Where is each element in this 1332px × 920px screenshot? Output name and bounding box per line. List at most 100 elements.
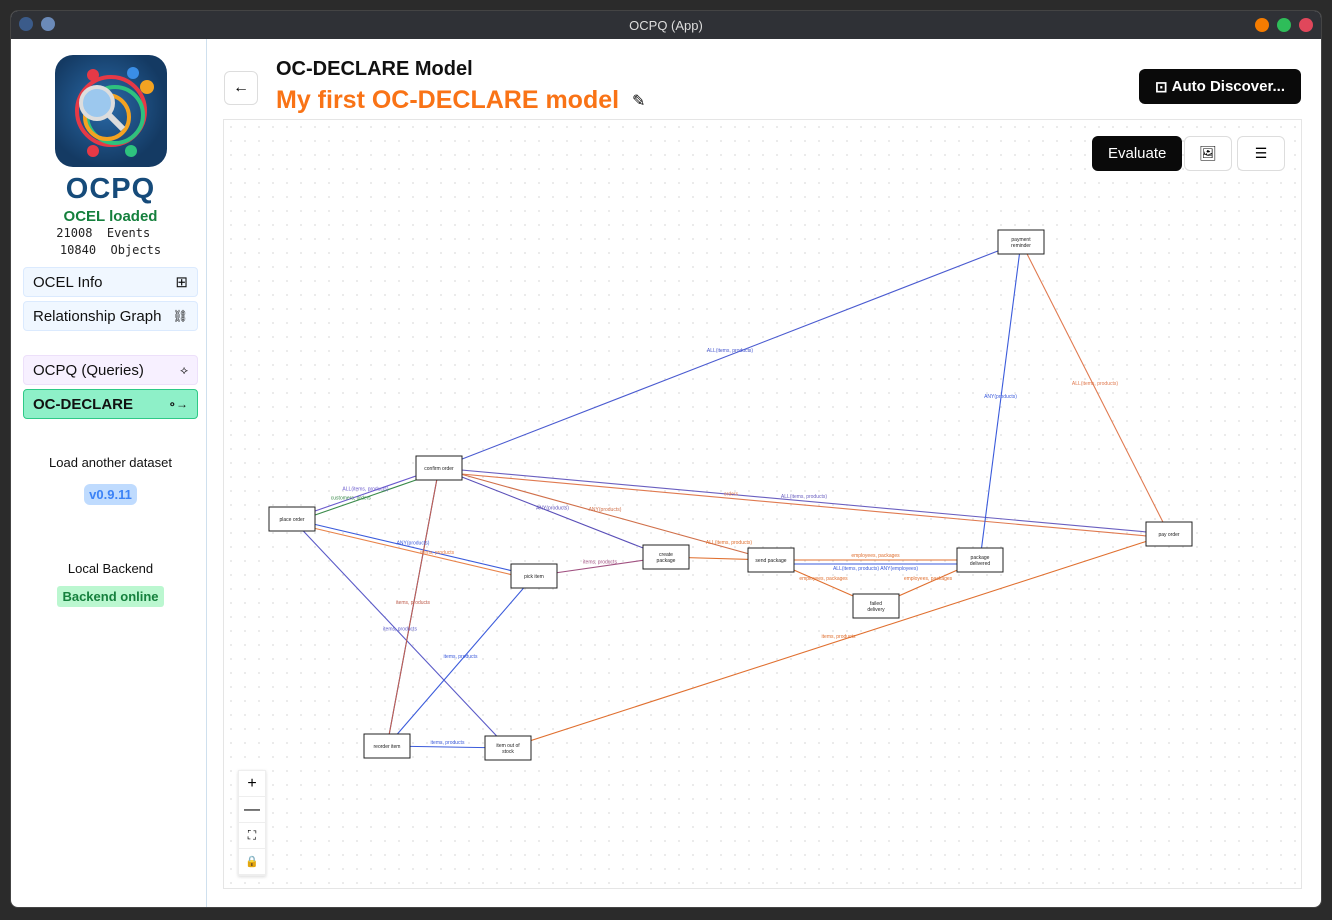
node-label: package (657, 558, 676, 564)
auto-discover-button[interactable]: ⊡Auto Discover... (1139, 69, 1301, 104)
edge-label: items, products (420, 550, 454, 556)
edge-label: employees, packages (904, 576, 953, 582)
node-label: failed (870, 601, 882, 607)
nav-label: OCEL Info (33, 273, 103, 291)
sidebar: OCPQ OCEL loaded 21008 Events 10840 Obje… (15, 39, 207, 907)
pencil-icon[interactable]: ✎ (632, 93, 646, 110)
maximize-button[interactable] (1277, 18, 1291, 32)
edge-label: ALL(items, products) (706, 540, 752, 546)
constraint-edge[interactable] (979, 240, 1024, 561)
constraint-edge[interactable] (386, 575, 535, 747)
arrow-left-icon: ← (233, 79, 249, 96)
constraint-edge[interactable] (291, 518, 509, 749)
load-dataset-link[interactable]: Load another dataset (49, 455, 172, 470)
nav-label: OC-DECLARE (33, 395, 133, 413)
ocel-status: OCEL loaded (63, 208, 158, 225)
edge-label: items, products (396, 600, 430, 606)
node-label: package (971, 555, 990, 561)
page-title: OC-DECLARE Model (276, 58, 473, 80)
sidebar-item-relationship-graph[interactable]: Relationship Graph ⛓ (23, 301, 198, 331)
lock-button[interactable]: 🔒 (239, 849, 265, 875)
version-badge: v0.9.11 (84, 484, 137, 505)
edge-label: items, products (383, 627, 417, 633)
constraint-edge[interactable] (438, 467, 1171, 537)
node-label: pay order (1158, 532, 1179, 538)
app-icon (19, 17, 33, 31)
node-label: place order (279, 517, 304, 523)
edge-label: ALL(items, products) (781, 494, 827, 500)
activity-node[interactable]: reorder item (363, 733, 411, 759)
activity-node[interactable]: send package (747, 547, 795, 573)
node-label: item out of (496, 743, 520, 749)
backend-label: Local Backend (67, 561, 154, 576)
edge-label: ANY(products) (397, 541, 430, 547)
pin-icon[interactable] (41, 17, 55, 31)
node-label: confirm order (424, 466, 454, 472)
evaluate-button[interactable]: Evaluate (1092, 136, 1183, 171)
node-label: reminder (1011, 243, 1031, 249)
backend-status-badge: Backend online (57, 586, 164, 607)
main-panel: ← OC-DECLARE Model My first OC-DECLARE m… (208, 39, 1321, 907)
arrow-node-icon: ∘→ (168, 397, 188, 411)
events-stat: 21008 Events (15, 225, 206, 242)
node-label: create (659, 552, 673, 558)
logo-graphic (74, 67, 154, 157)
model-name: My first OC-DECLARE model (276, 86, 620, 114)
zoom-out-button[interactable]: — (239, 797, 265, 823)
constraint-edge[interactable] (1020, 241, 1170, 535)
node-label: payment (1011, 237, 1031, 243)
app-window: OCPQ (App) OCPQ OCEL loaded 21008 Events… (10, 10, 1322, 908)
activity-node[interactable]: pay order (1145, 521, 1193, 547)
constraint-edge[interactable] (291, 466, 441, 520)
constraint-edge[interactable] (291, 522, 536, 582)
fit-view-button[interactable]: ⛶ (239, 823, 265, 849)
brand-name: OCPQ (65, 173, 156, 205)
constraint-edge[interactable] (438, 467, 773, 562)
tree-icon: ⟡ (180, 362, 188, 377)
robot-icon: ⊡ (1155, 78, 1168, 96)
constraint-edge[interactable] (386, 466, 442, 747)
edge-label: customers, orders (331, 496, 372, 502)
events-count: 21008 (56, 226, 93, 240)
close-button[interactable] (1299, 18, 1313, 32)
nav-label: Relationship Graph (33, 307, 162, 325)
edge-label: ALL(items, products) (1072, 381, 1118, 387)
constraint-edge[interactable] (507, 532, 1171, 749)
auto-discover-label: Auto Discover... (1171, 78, 1285, 95)
auto-layout-button[interactable]: ☰ (1237, 136, 1285, 171)
activity-node[interactable]: place order (268, 506, 316, 532)
edge-label: employees, packages (799, 576, 848, 582)
export-image-button[interactable]: 🖼 (1184, 136, 1232, 171)
constraint-edge[interactable] (291, 518, 536, 578)
edge-label: ALL(items, products) (707, 348, 753, 354)
edge-label: ALL(items, products) ANY(employees) (833, 566, 918, 572)
activity-node[interactable]: pick item (510, 563, 558, 589)
back-button[interactable]: ← (224, 71, 258, 105)
minimize-button[interactable] (1255, 18, 1269, 32)
edge-label: items, products (431, 740, 465, 746)
edge-label: items, products (583, 560, 617, 566)
constraint-edge[interactable] (438, 467, 668, 559)
edge-label: items, products (444, 654, 478, 660)
activity-node[interactable]: confirm order (415, 455, 463, 481)
graph-icon: ⛓ (172, 309, 188, 323)
constraint-edge[interactable] (438, 240, 1023, 469)
zoom-in-button[interactable]: + (239, 771, 265, 797)
edge-label: items, products (822, 634, 856, 640)
objects-count: 10840 (59, 243, 97, 257)
edge-label: ANY(products) (984, 394, 1017, 400)
align-left-icon: ☰ (1254, 145, 1268, 161)
table-icon: ⊞ (175, 274, 188, 291)
sidebar-item-ocel-info[interactable]: OCEL Info ⊞ (23, 267, 198, 297)
sidebar-item-oc-declare[interactable]: OC-DECLARE ∘→ (23, 389, 198, 419)
constraint-edge[interactable] (438, 471, 1171, 541)
sidebar-item-ocpq-queries[interactable]: OCPQ (Queries)⟡ (23, 355, 198, 385)
constraint-edge[interactable] (291, 470, 441, 524)
